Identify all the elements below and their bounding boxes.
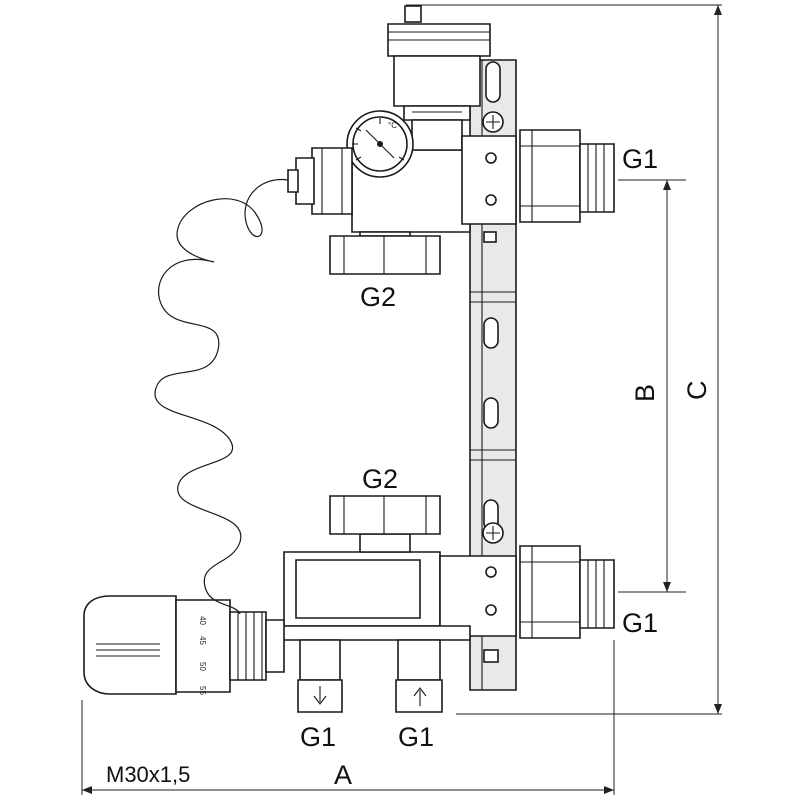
label-thread-size: M30x1,5 (106, 762, 190, 787)
dimension-b-label: B (630, 384, 660, 402)
capillary-tube (154, 178, 289, 615)
temperature-gauge: °C (346, 110, 414, 178)
dimension-a-label: A (334, 760, 352, 790)
upper-union-nut (329, 235, 441, 275)
upper-right-union (519, 129, 615, 223)
dimension-lines (81, 4, 722, 795)
bracket-screw-lower (482, 522, 504, 544)
automatic-air-vent (387, 5, 491, 121)
thermostatic-head: 40 45 50 55 (83, 595, 285, 695)
lower-right-union (519, 545, 615, 639)
label-g1-bottom-left: G1 (300, 722, 336, 752)
label-g2-upper: G2 (360, 282, 396, 312)
bottom-connector-left (297, 679, 343, 713)
lower-manifold-bar (267, 625, 471, 681)
label-g2-lower: G2 (362, 464, 398, 494)
label-g1-bottom-right: G1 (398, 722, 434, 752)
bottom-connector-right (395, 679, 443, 713)
gauge-unit-label: °C (388, 121, 397, 130)
scale-mark-45: 45 (198, 636, 207, 645)
bracket-screw-upper (482, 111, 504, 133)
scale-mark-40: 40 (198, 616, 207, 625)
scale-mark-50: 50 (198, 662, 207, 671)
sensor-pocket-fitting (287, 147, 353, 215)
scale-mark-55: 55 (198, 686, 207, 695)
dimension-c-label: C (682, 381, 712, 401)
label-g1-upper-right: G1 (622, 144, 658, 174)
lower-valve-body (283, 533, 517, 637)
lower-union-nut (329, 495, 441, 535)
label-g1-lower-right: G1 (622, 608, 658, 638)
